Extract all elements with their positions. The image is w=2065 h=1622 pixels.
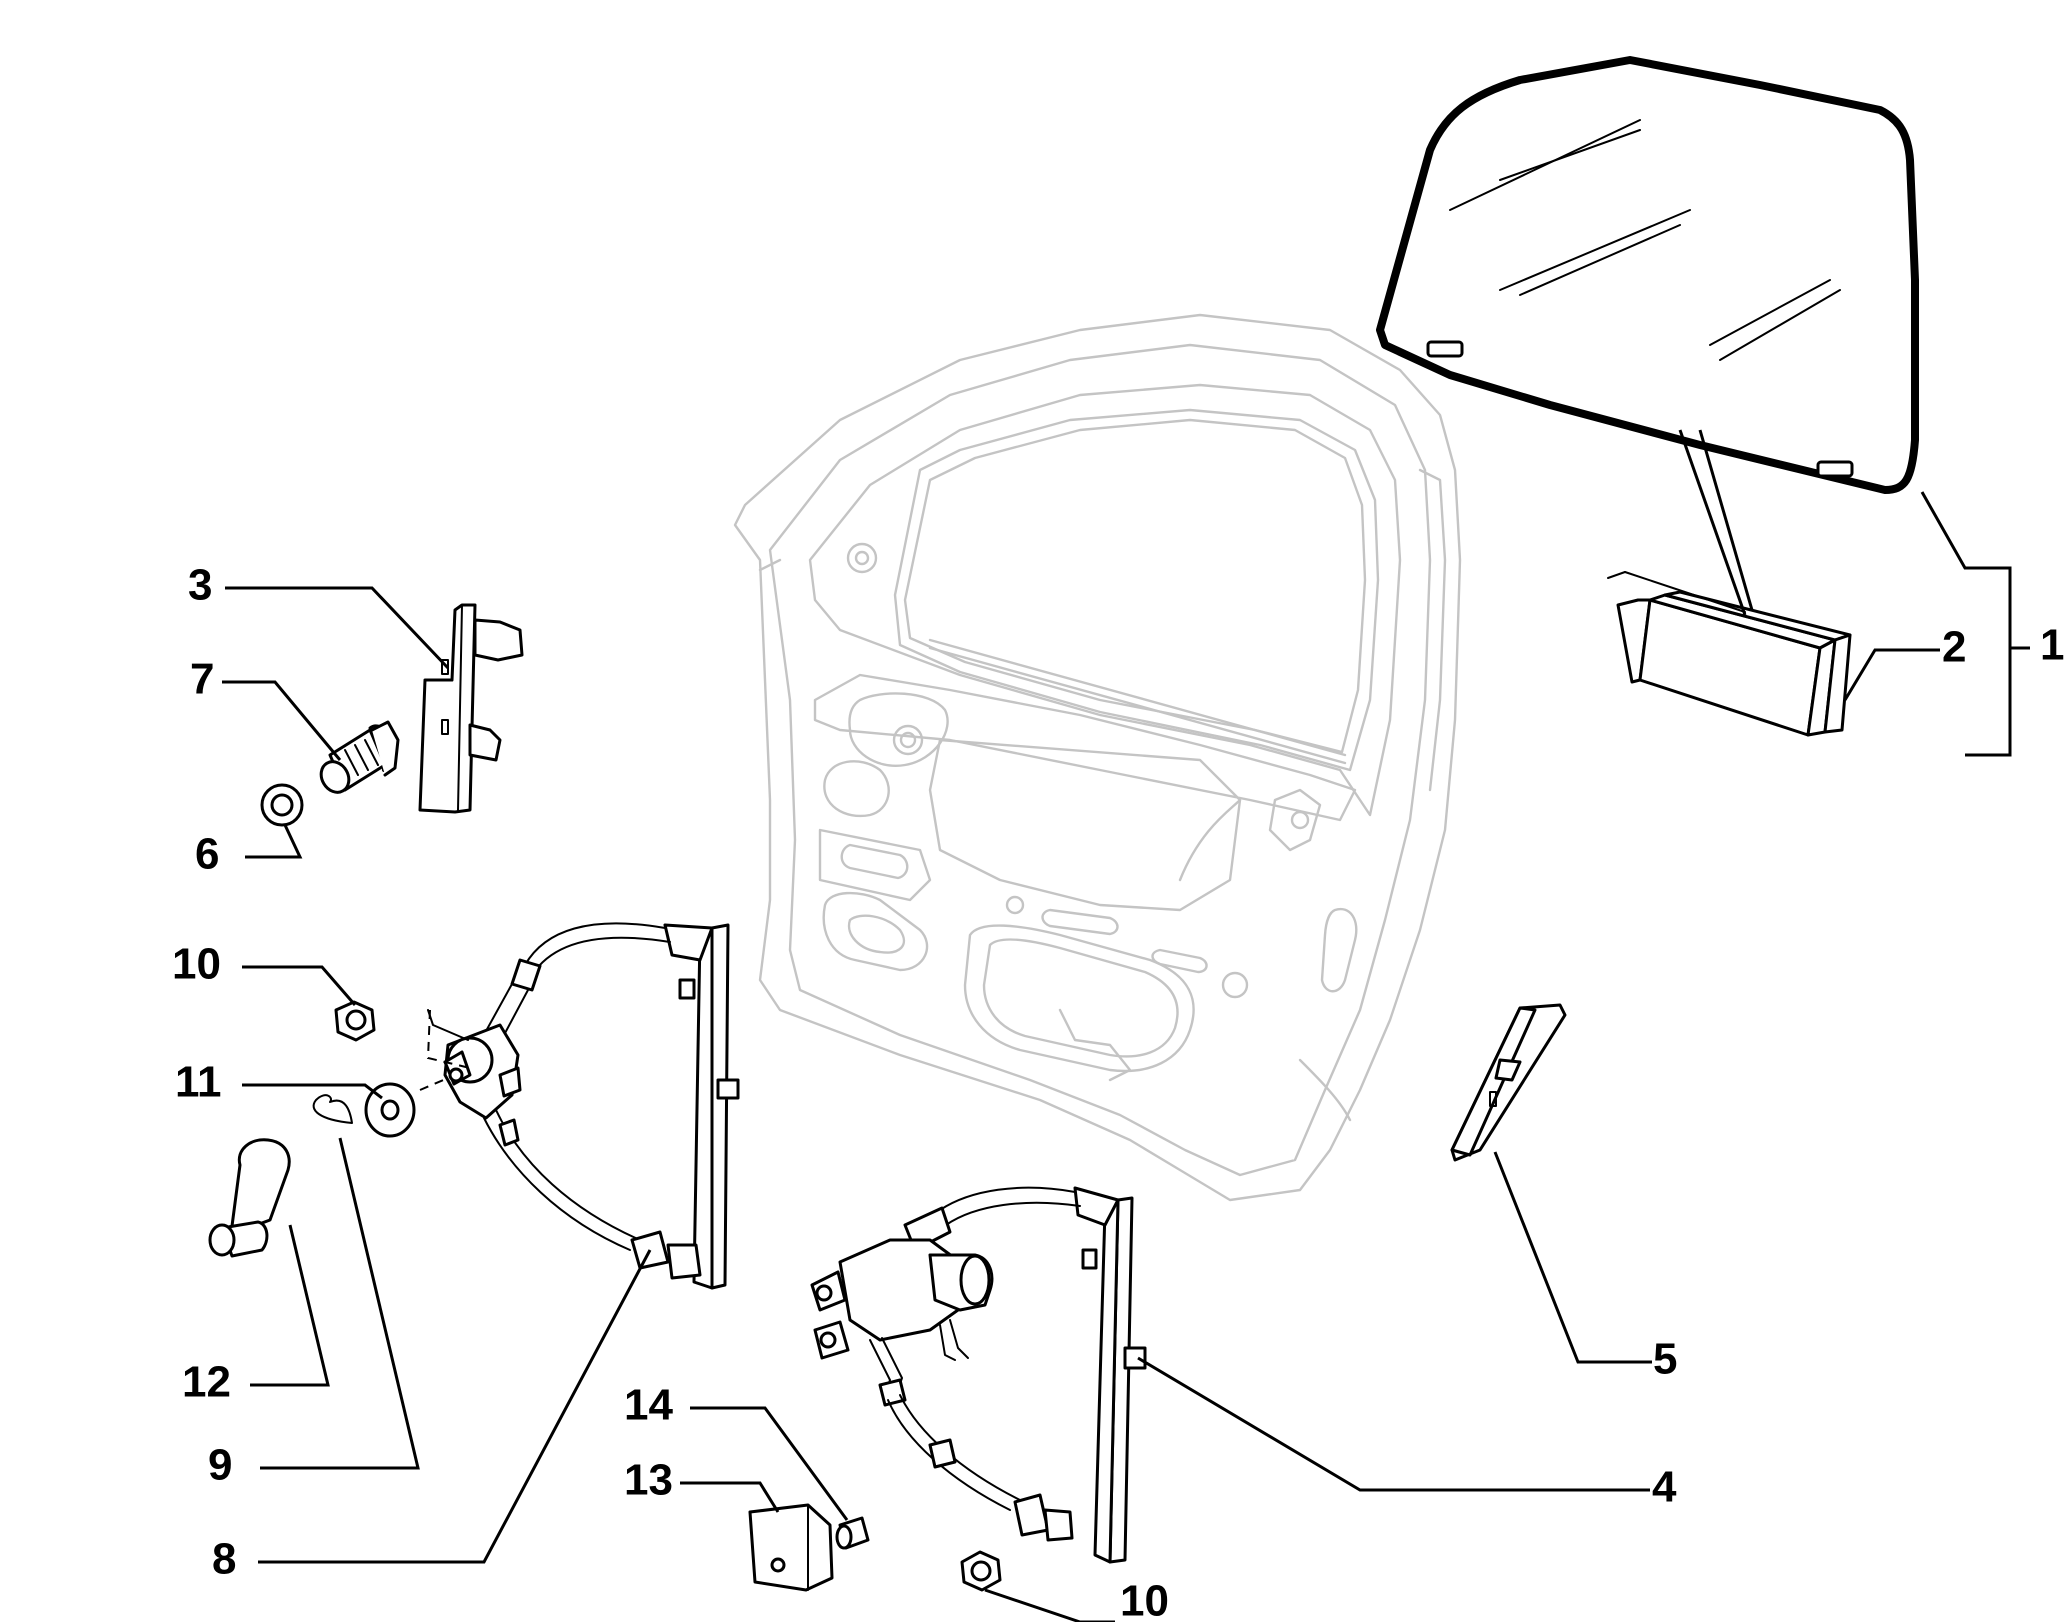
callout-4: 4 [1652, 1463, 1677, 1512]
window-glass [1376, 56, 1919, 494]
callout-10-lower: 10 [1120, 1577, 1169, 1622]
callout-11: 11 [175, 1058, 222, 1107]
callout-8: 8 [212, 1535, 236, 1584]
leader-lines [222, 429, 2030, 1622]
bolt [319, 720, 400, 794]
pin-14 [835, 1516, 870, 1550]
window-crank-handle [208, 1138, 291, 1258]
callout-2: 2 [1942, 623, 1966, 672]
guide-rail [418, 603, 524, 814]
callout-10-upper: 10 [172, 940, 221, 989]
callout-labels: 1 2 3 7 6 10 11 12 9 8 14 13 5 4 10 [172, 561, 2064, 1622]
washer-11 [364, 1082, 416, 1138]
callout-14: 14 [624, 1381, 673, 1430]
glass-highlight-lines [1449, 119, 1841, 361]
nut-10-upper [334, 1000, 376, 1042]
nut-10-lower [960, 1550, 1002, 1592]
mounting-block-13 [748, 1503, 834, 1592]
glass-clip [1816, 460, 1854, 478]
callout-12: 12 [182, 1358, 231, 1407]
callout-5: 5 [1653, 1335, 1677, 1384]
door-shell-outline [733, 313, 1462, 1202]
callout-6: 6 [195, 830, 219, 879]
spring-clip-9 [312, 1094, 353, 1124]
callout-7: 7 [190, 655, 214, 704]
callout-1: 1 [2040, 621, 2064, 670]
callout-9: 9 [208, 1441, 232, 1490]
glass-clip [1426, 340, 1464, 358]
electric-window-regulator [810, 1186, 1147, 1564]
glass-channel [1607, 571, 1852, 737]
manual-window-regulator [419, 922, 740, 1290]
callout-3: 3 [188, 561, 212, 610]
callout-13: 13 [624, 1456, 673, 1505]
nut-6 [260, 783, 304, 827]
lower-guide-channel [1450, 1003, 1567, 1162]
